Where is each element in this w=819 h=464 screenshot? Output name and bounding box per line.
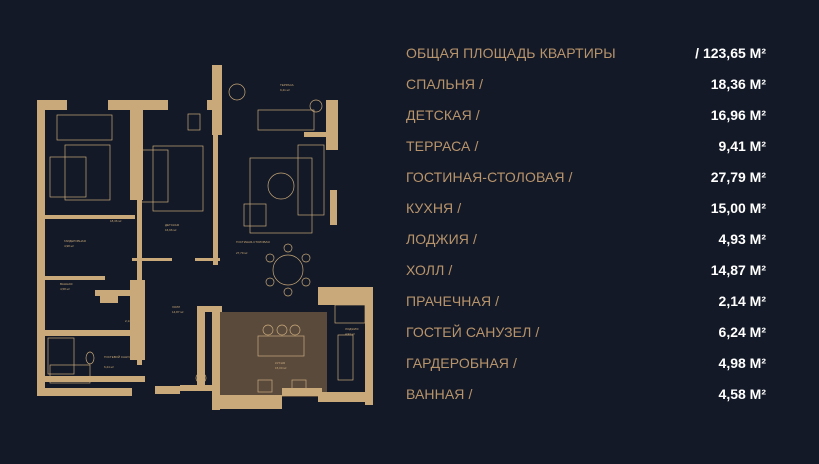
svg-text:15,00 м²: 15,00 м² [275,366,286,370]
room-area-row: ВАННАЯ / 4,58 М² [406,386,766,404]
room-name: КУХНЯ / [406,200,462,216]
room-name: ЛОДЖИЯ / [406,231,477,247]
room-area: 2,14 М² [718,293,766,309]
room-area-row: КУХНЯ / 15,00 М² [406,200,766,218]
room-name: ДЕТСКАЯ / [406,107,480,123]
walls [37,65,373,410]
svg-text:ГАРДЕРОБНАЯ: ГАРДЕРОБНАЯ [64,239,86,243]
total-area-row: ОБЩАЯ ПЛОЩАДЬ КВАРТИРЫ / 123,65 М² [406,45,766,63]
svg-text:СПАЛЬНЯ: СПАЛЬНЯ [110,215,125,219]
svg-text:ТЕРРАСА: ТЕРРАСА [280,83,294,87]
svg-text:6,24 м²: 6,24 м² [104,365,114,369]
svg-text:14,87 м²: 14,87 м² [172,310,183,314]
svg-text:9,41 м²: 9,41 м² [280,88,290,92]
room-labels: СПАЛЬНЯ 18,36 м² ДЕТСКАЯ 16,96 м² ТЕРРАС… [60,83,358,370]
svg-text:27,79 м²: 27,79 м² [236,251,247,255]
room-area: 14,87 М² [710,262,766,278]
total-area-label: ОБЩАЯ ПЛОЩАДЬ КВАРТИРЫ [406,45,616,61]
kitchen-area [220,312,327,397]
room-area: 4,93 М² [718,231,766,247]
svg-text:2,14 м²: 2,14 м² [125,319,135,323]
svg-text:4,58 м²: 4,58 м² [60,287,70,291]
svg-text:ЛОДЖИЯ: ЛОДЖИЯ [345,327,358,331]
room-area: 27,79 М² [710,169,766,185]
room-area-row: ГОСТЕЙ САНУЗЕЛ / 6,24 М² [406,324,766,342]
svg-text:ХОЛЛ: ХОЛЛ [172,305,180,309]
svg-text:ГОСТЕВОЙ САНУЗЕЛ: ГОСТЕВОЙ САНУЗЕЛ [104,355,135,359]
svg-text:16,96 м²: 16,96 м² [165,228,176,232]
room-area-row: ГОСТИНАЯ-СТОЛОВАЯ / 27,79 М² [406,169,766,187]
room-name: ВАННАЯ / [406,386,473,402]
svg-text:4,93 м²: 4,93 м² [345,332,355,336]
room-area-row: ТЕРРАСА / 9,41 М² [406,138,766,156]
svg-text:ДЕТСКАЯ: ДЕТСКАЯ [165,223,179,227]
total-area-value: / 123,65 М² [695,45,766,61]
room-area-row: ПРАЧЕЧНАЯ / 2,14 М² [406,293,766,311]
svg-text:4,98 м²: 4,98 м² [64,244,74,248]
room-area: 4,58 М² [718,386,766,402]
room-area: 15,00 М² [710,200,766,216]
room-name: СПАЛЬНЯ / [406,76,484,92]
room-area: 6,24 М² [718,324,766,340]
room-area-row: СПАЛЬНЯ / 18,36 М² [406,76,766,94]
room-name: ХОЛЛ / [406,262,453,278]
svg-text:КУХНЯ: КУХНЯ [275,361,285,365]
svg-text:ВАННАЯ: ВАННАЯ [60,282,72,286]
room-area-row: ГАРДЕРОБНАЯ / 4,98 М² [406,355,766,373]
room-area: 18,36 М² [710,76,766,92]
svg-text:18,36 м²: 18,36 м² [110,219,121,223]
svg-text:ГОСТИНАЯ-СТОЛОВАЯ: ГОСТИНАЯ-СТОЛОВАЯ [236,240,270,244]
room-name: ГОСТИНАЯ-СТОЛОВАЯ / [406,169,573,185]
room-area-row: ЛОДЖИЯ / 4,93 М² [406,231,766,249]
room-area: 4,98 М² [718,355,766,371]
room-area: 9,41 М² [718,138,766,154]
room-name: ПРАЧЕЧНАЯ / [406,293,500,309]
room-name: ГОСТЕЙ САНУЗЕЛ / [406,324,540,340]
room-area: 16,96 М² [710,107,766,123]
room-area-row: ДЕТСКАЯ / 16,96 М² [406,107,766,125]
room-name: ГАРДЕРОБНАЯ / [406,355,517,371]
room-area-row: ХОЛЛ / 14,87 М² [406,262,766,280]
furniture [47,83,366,393]
room-name: ТЕРРАСА / [406,138,479,154]
